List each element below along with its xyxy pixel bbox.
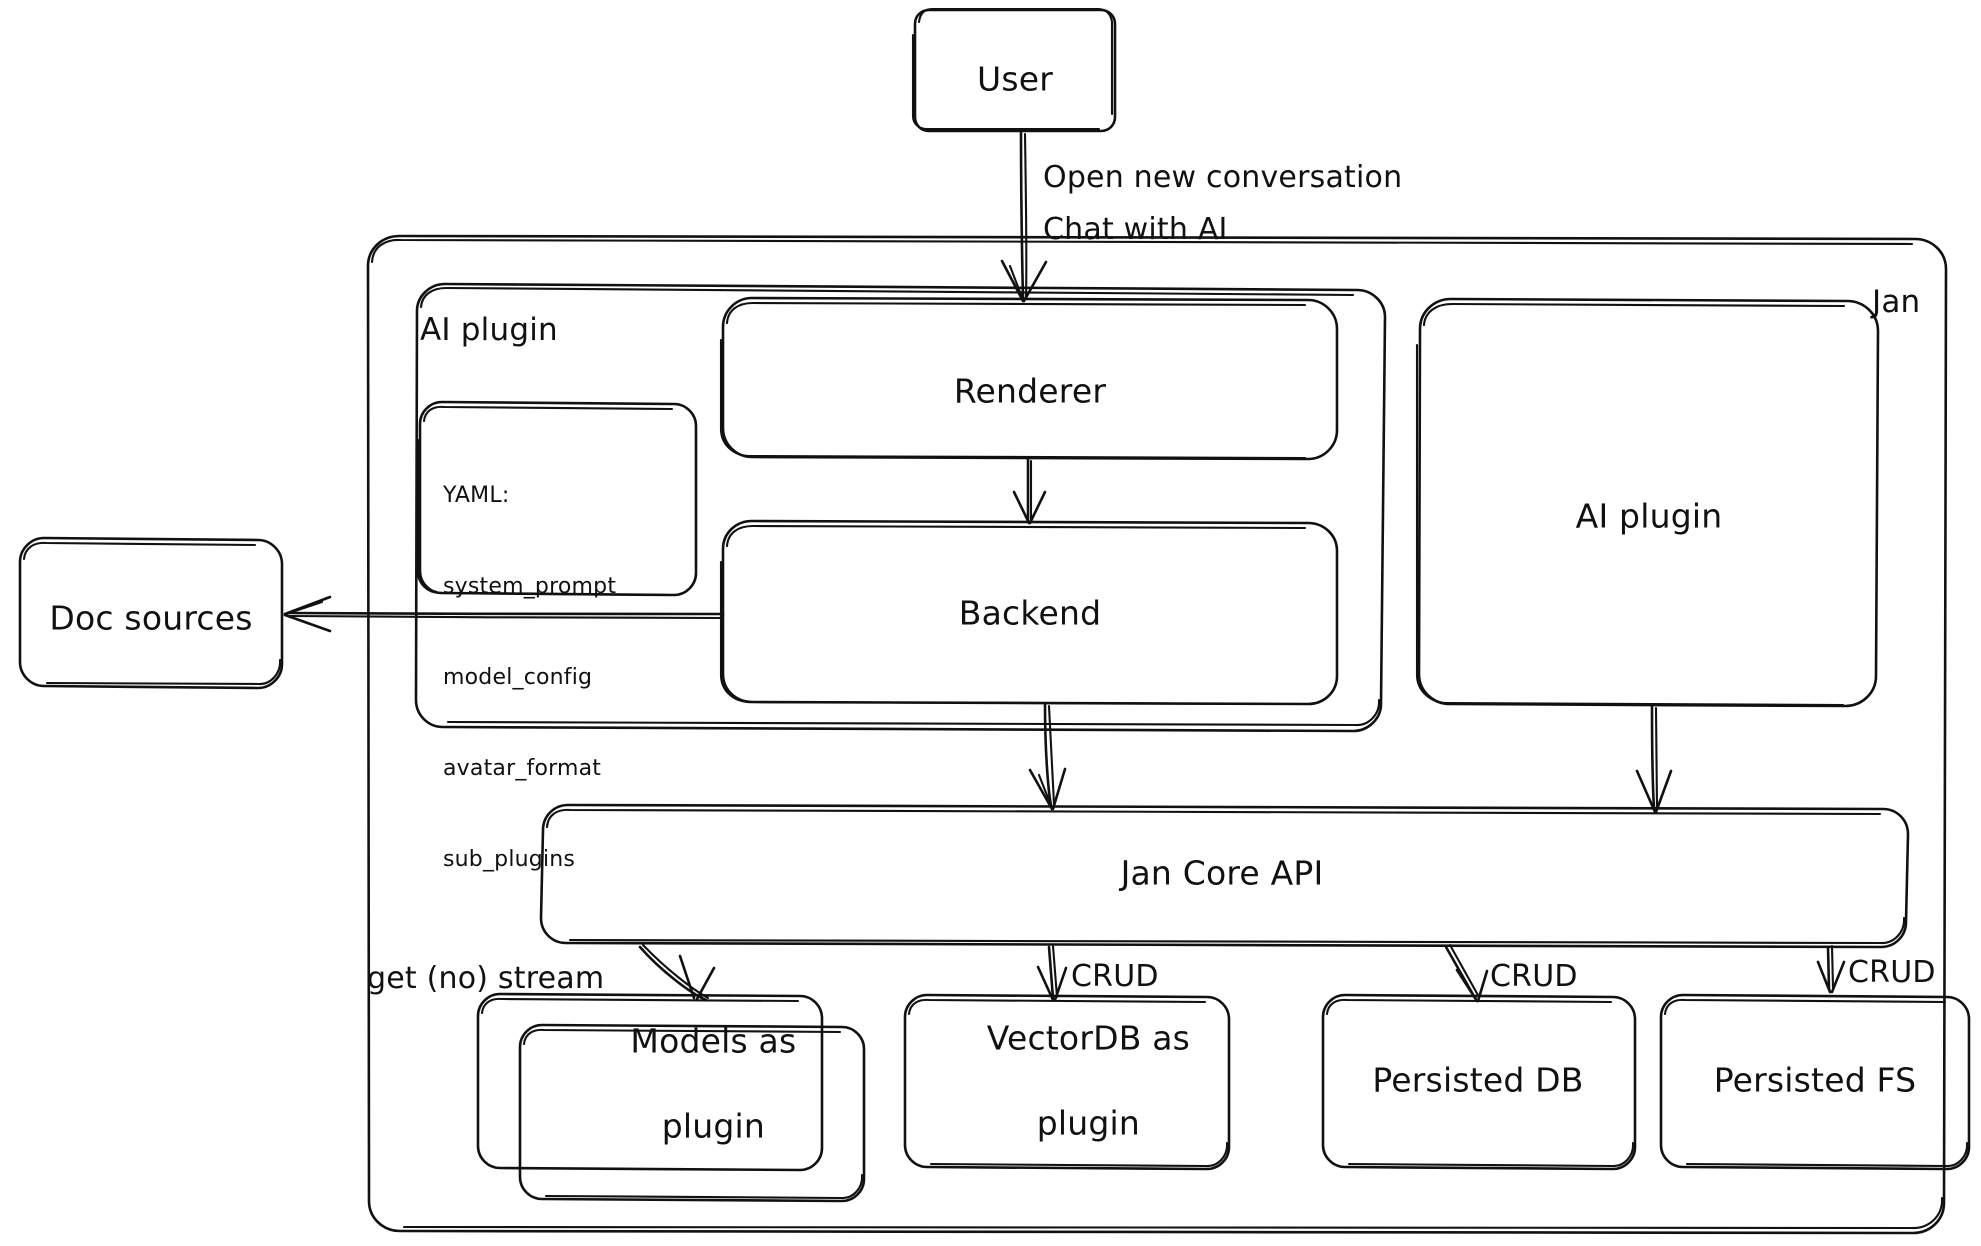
node-label-vectordb-plugin: VectorDB as plugin [944,975,1190,1186]
node-jan-core-api-outline [539,803,1910,949]
node-label-persisted-fs: Persisted FS [1713,1060,1917,1100]
yaml-key-0: system_prompt [443,573,617,599]
edge-renderer-to-backend [1012,457,1047,525]
node-renderer-outline [719,296,1339,461]
group-jan-outline [366,234,1948,1235]
yaml-key-2: avatar_format [443,755,602,781]
edge-label-user-to-renderer-line1: Open new conversation [1043,160,1403,195]
edge-label-core-to-vectordb: CRUD [1071,959,1159,994]
node-label-models-plugin: Models as plugin [588,978,797,1189]
yaml-key-1: model_config [443,664,593,690]
models-plugin-line2: plugin [661,1106,766,1146]
node-label-doc-sources: Doc sources [49,598,253,638]
node-label-renderer: Renderer [953,371,1107,411]
node-user-outline [911,7,1117,133]
edge-user-to-renderer [1000,129,1048,303]
yaml-header: YAML: [443,482,510,508]
yaml-key-3: sub_plugins [443,847,576,873]
node-yaml-card-outline [416,400,698,597]
node-persisted-fs-outline [1659,993,1971,1171]
node-doc-sources-outline [18,536,284,690]
node-ai-plugin-outline [1415,297,1880,708]
models-plugin-line1: Models as [630,1021,797,1061]
node-persisted-db-outline [1321,993,1637,1171]
edge-core-to-persisted-db [1444,943,1489,1003]
edge-label-user-to-renderer-line2: Chat with AI [1043,212,1228,247]
group-label-jan: Jan [1872,284,1921,320]
node-models-plugin-outline [476,992,866,1203]
node-label-ai-plugin: AI plugin [1575,496,1723,536]
node-label-jan-core-api: Jan Core API [1120,853,1324,893]
edge-core-to-vectordb [1036,944,1068,1002]
group-label-ai-plugin: AI plugin [420,312,558,348]
vectordb-plugin-line2: plugin [1036,1103,1141,1143]
node-label-user: User [976,59,1054,99]
vectordb-plugin-line1: VectorDB as [986,1018,1191,1058]
edge-label-core-to-persisted-fs: CRUD [1848,955,1936,990]
node-vectordb-plugin-outline [903,993,1231,1171]
edge-label-core-to-persisted-db: CRUD [1490,959,1578,994]
edge-core-to-persisted-fs [1816,944,1846,994]
node-backend-outline [719,519,1339,706]
node-label-persisted-db: Persisted DB [1372,1060,1584,1100]
edge-aiplugin-to-core [1635,704,1673,814]
node-label-backend: Backend [958,593,1102,633]
group-ai-plugin-outline [414,282,1387,733]
edge-label-core-to-models: get (no) stream [367,961,605,996]
edge-backend-to-core [1028,702,1067,811]
edge-backend-to-doc-sources [283,595,725,633]
edge-core-to-models [638,943,716,1002]
yaml-card-content: YAML: system_prompt model_config avatar_… [443,420,616,936]
